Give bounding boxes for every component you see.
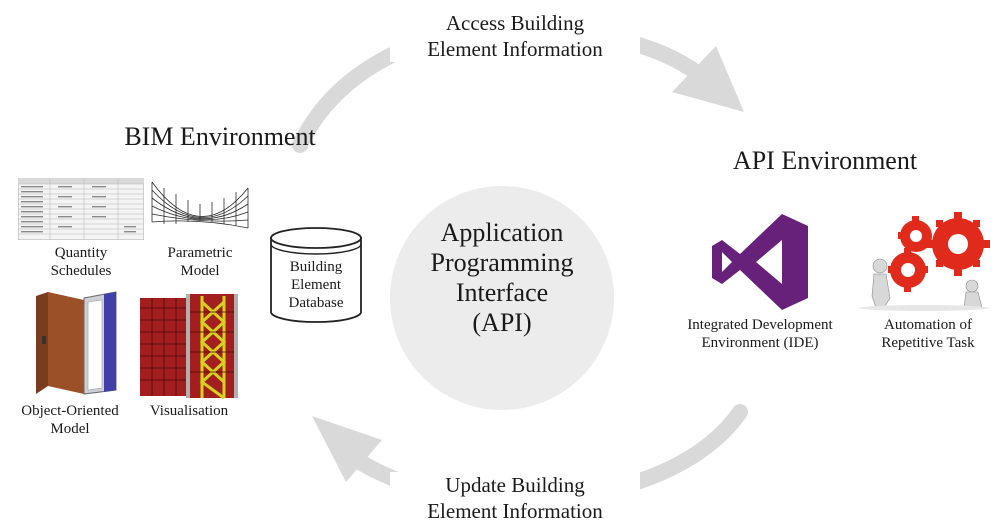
api-environment-title: API Environment	[732, 146, 918, 175]
parametric-model-label: Parametric Model	[167, 245, 233, 279]
access-flow-label: Access Building Element Information	[390, 10, 640, 62]
database-cylinder-icon	[270, 227, 362, 323]
automation-label: Automation of Repetitive Task	[881, 317, 975, 351]
object-oriented-model-label: Object-Oriented Model	[21, 403, 119, 437]
visual-studio-icon	[712, 214, 808, 310]
door-model-image	[36, 291, 117, 395]
schedule-table-image	[18, 178, 144, 240]
bim-environment-title: BIM Environment	[124, 122, 316, 151]
database-label: Building Element Database	[288, 259, 344, 311]
update-flow-label: Update Building Element Information	[390, 472, 640, 524]
ide-label: Integrated Development Environment (IDE)	[687, 317, 833, 351]
visualisation-label: Visualisation	[149, 403, 229, 419]
api-center-circle	[390, 186, 614, 410]
top-flow-arrowhead	[672, 46, 744, 112]
visualisation-image	[140, 294, 238, 400]
bottom-flow-arrowhead	[312, 416, 382, 482]
gears-automation-image	[860, 212, 990, 311]
api-center-label: Application Programming Interface (API)	[430, 218, 574, 337]
quantity-schedules-label: Quantity Schedules	[50, 245, 112, 279]
parametric-surface-image	[151, 181, 249, 229]
